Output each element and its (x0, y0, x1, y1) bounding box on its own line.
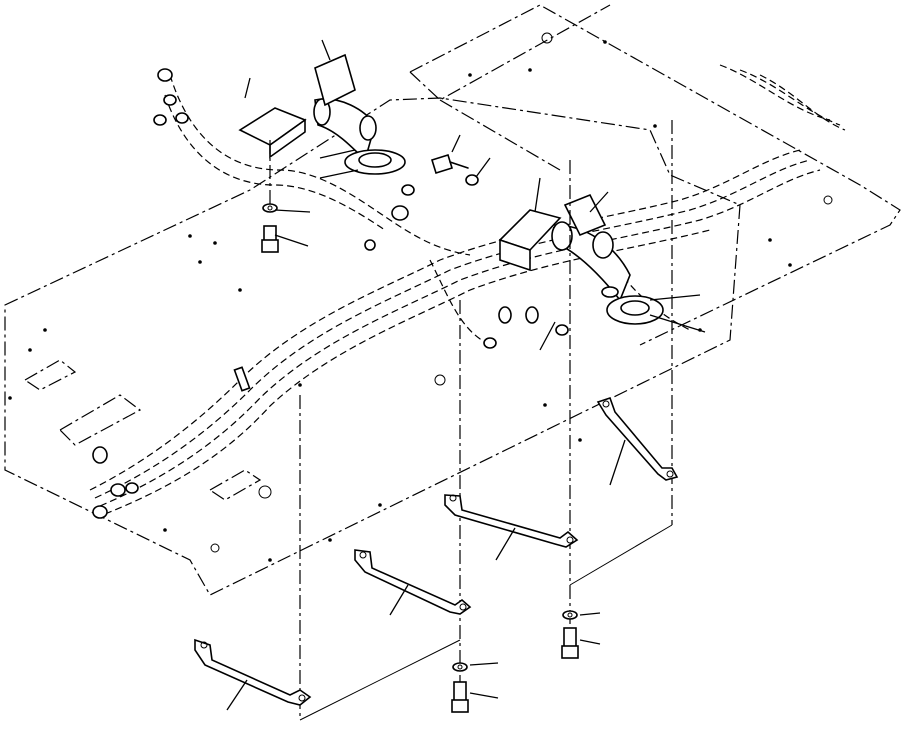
support-strap-2 (354, 549, 472, 615)
bolt-2 (451, 681, 469, 713)
center-bolt (431, 153, 479, 186)
support-strap-1 (194, 638, 312, 706)
washer-3 (562, 610, 578, 620)
hose-end-fittings-left (92, 68, 569, 519)
elbow-fitting-right (551, 221, 631, 302)
support-strap-3 (444, 494, 579, 548)
hose-clamp-right (498, 209, 562, 272)
grommet-right (601, 286, 664, 325)
hose-clamp-left (238, 107, 307, 159)
elbow-fitting-left (313, 98, 377, 162)
support-strap-4 (596, 396, 679, 481)
hose-harness (89, 64, 846, 515)
washer-2 (452, 662, 468, 672)
bolt-1 (261, 225, 279, 253)
callout-leaders (226, 39, 706, 711)
floor-plate-upper (409, 4, 901, 346)
bolt-3 (561, 627, 579, 659)
grommet-left (344, 149, 406, 175)
washer-1 (262, 203, 278, 213)
tag-plate-right (563, 193, 607, 237)
tag-plate-left (314, 53, 356, 107)
